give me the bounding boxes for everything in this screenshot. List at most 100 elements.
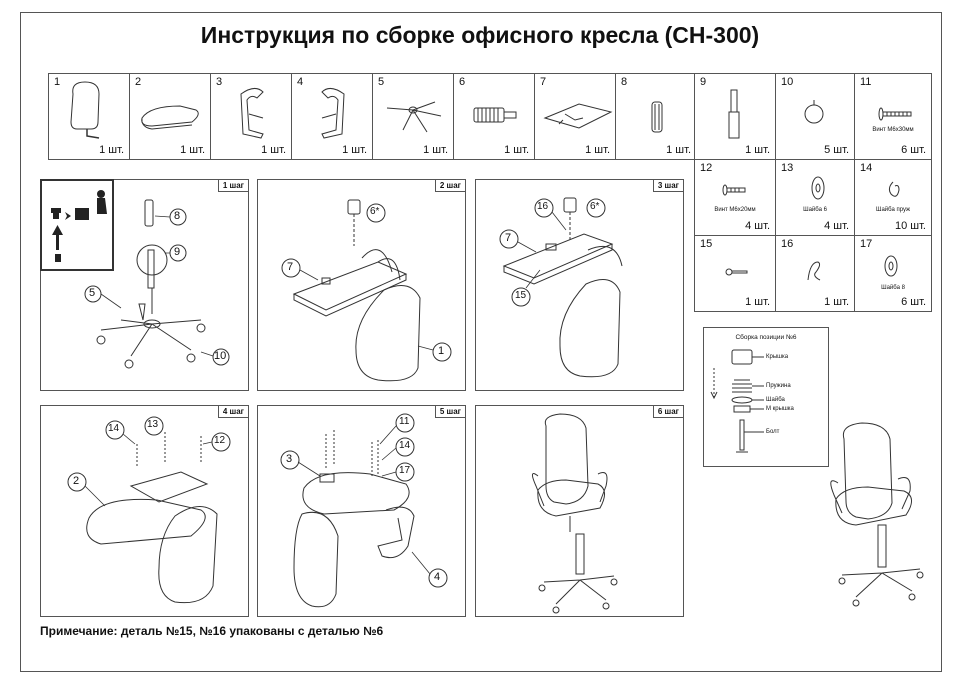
part-qty: 4 шт. <box>824 220 849 232</box>
part-qty: 4 шт. <box>745 220 770 232</box>
callout-4: 4 <box>434 571 441 583</box>
spring-washer-icon <box>888 181 900 197</box>
screw-m6x30-icon <box>878 107 912 121</box>
seat-icon <box>141 105 199 130</box>
part-qty: 1 шт. <box>745 144 770 156</box>
assembly-label-washer: Шайба <box>766 397 785 403</box>
step-4-callouts <box>67 416 231 507</box>
assembly-label-m-cap: М крышка <box>766 406 794 412</box>
part-cell-11: 11 Винт М6х30мм 6 шт. <box>854 73 932 160</box>
packaging-note: Примечание: деталь №15, №16 упакованы с … <box>40 624 384 638</box>
page-title: Инструкция по сборке офисного кресла (CH… <box>200 22 760 48</box>
part-number: 5 <box>378 76 385 88</box>
step-tag: 1 шаг <box>217 180 248 192</box>
part-cell-12: 12 Винт М6х20мм 4 шт. <box>694 159 776 236</box>
part-cell-7: 7 1 шт. <box>534 73 616 160</box>
assembly-exploded-drawing <box>710 349 764 453</box>
callout-6: 6* <box>370 206 380 217</box>
step-6-drawing <box>532 413 618 614</box>
part-qty: 1 шт. <box>824 296 849 308</box>
callout-10: 10 <box>214 350 227 362</box>
base-star-icon <box>386 101 442 133</box>
part-cell-17: 17 Шайба 8 6 шт. <box>854 235 932 312</box>
caster-icon <box>804 100 824 124</box>
part-number: 2 <box>135 76 142 88</box>
step-1-callouts <box>84 208 230 366</box>
step-1-panel: 1 шаг <box>40 179 249 391</box>
assembled-chair-illustration <box>830 422 924 607</box>
step-tag: 2 шаг <box>434 180 465 192</box>
gas-lift-icon <box>728 89 740 139</box>
part-number: 15 <box>700 238 713 250</box>
pin-icon <box>725 268 748 276</box>
callout-2: 2 <box>73 475 80 487</box>
part-number: 1 <box>54 76 61 88</box>
callout-16: 16 <box>537 201 549 212</box>
part-number: 13 <box>781 162 794 174</box>
step-2-callouts <box>281 203 452 362</box>
callout-9: 9 <box>174 246 181 258</box>
part-number: 8 <box>621 76 628 88</box>
callout-13: 13 <box>147 419 159 430</box>
callout-6: 6* <box>590 201 600 212</box>
part-cell-3: 3 1 шт. <box>210 73 292 160</box>
right-armrest-icon <box>321 88 345 139</box>
part-cell-6: 6 1 шт. <box>453 73 535 160</box>
part-qty: 6 шт. <box>901 144 926 156</box>
step-tag: 3 шаг <box>652 180 683 192</box>
part-cell-10: 10 5 шт. <box>775 73 855 160</box>
callout-15: 15 <box>515 290 527 301</box>
step-3-panel: 3 шаг 16 6* 7 15 <box>475 179 684 391</box>
part-cell-2: 2 1 шт. <box>129 73 211 160</box>
step-4-panel: 4 шаг 14 13 12 2 <box>40 405 249 617</box>
part-number: 17 <box>860 238 873 250</box>
assembly-title: Сборка позиции №6 <box>735 334 797 341</box>
step-3-drawing <box>502 197 623 378</box>
part-qty: 1 шт. <box>423 144 448 156</box>
callout-7: 7 <box>505 232 512 244</box>
part-qty: 1 шт. <box>99 144 124 156</box>
part-number: 10 <box>781 76 794 88</box>
part-qty: 1 шт. <box>342 144 367 156</box>
step-tag: 4 шаг <box>217 406 248 418</box>
part-cell-16: 16 1 шт. <box>775 235 855 312</box>
part-qty: 1 шт. <box>180 144 205 156</box>
part-number: 4 <box>297 76 304 88</box>
part-qty: 5 шт. <box>824 144 849 156</box>
gas-lift-cover-icon <box>651 101 663 133</box>
callout-14: 14 <box>108 423 120 434</box>
callout-1: 1 <box>438 345 445 357</box>
step-tag: 6 шаг <box>652 406 683 418</box>
step-3-callouts <box>499 198 606 307</box>
part-number: 6 <box>459 76 466 88</box>
backrest-icon <box>70 81 100 139</box>
part-number: 11 <box>860 76 872 88</box>
callout-14: 14 <box>399 440 411 451</box>
callout-8: 8 <box>174 210 181 222</box>
tilt-knob-icon <box>473 107 517 123</box>
callout-11: 11 <box>399 416 410 427</box>
part-number: 16 <box>781 238 794 250</box>
step-6-panel: 6 шаг <box>475 405 684 617</box>
part-number: 14 <box>860 162 873 174</box>
part-label: Шайба пруж <box>875 207 911 213</box>
callout-17: 17 <box>399 465 411 476</box>
part-label: Шайба 8 <box>881 285 905 291</box>
step-4-drawing <box>86 432 218 604</box>
left-armrest-icon <box>240 88 264 139</box>
part-qty: 10 шт. <box>895 220 926 232</box>
mechanism-plate-icon <box>543 103 613 129</box>
part-cell-15: 15 1 шт. <box>694 235 776 312</box>
part-number: 12 <box>700 162 713 174</box>
part-label: Винт М6х30мм <box>872 127 914 133</box>
washer-6-icon <box>811 176 825 200</box>
step-5-callouts <box>280 413 448 588</box>
part-qty: 1 шт. <box>666 144 691 156</box>
part-qty: 1 шт. <box>261 144 286 156</box>
step-2-drawing <box>292 199 421 382</box>
callout-12: 12 <box>214 435 226 446</box>
step-5-drawing <box>293 430 415 608</box>
part-number: 9 <box>700 76 707 88</box>
part-cell-5: 5 1 шт. <box>372 73 454 160</box>
washer-8-icon <box>884 255 898 277</box>
